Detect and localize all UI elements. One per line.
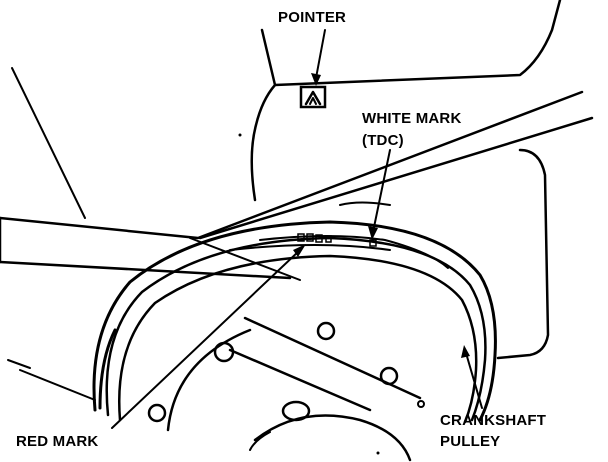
pulley-label: PULLEY [440, 433, 500, 450]
crankshaft-pulley [92, 220, 497, 462]
leader-arrows [111, 29, 483, 429]
labels: POINTER WHITE MARK (TDC) RED MARK CRANKS… [16, 9, 546, 450]
crankshaft-label: CRANKSHAFT [440, 412, 546, 429]
pointer-bracket [299, 85, 327, 109]
timing-marks [297, 233, 377, 247]
tdc-label: (TDC) [362, 132, 404, 149]
engine-cover [238, 0, 562, 360]
white-mark-label: WHITE MARK [362, 110, 462, 127]
belt-cover-edge [7, 67, 96, 401]
red-mark-label: RED MARK [16, 433, 98, 450]
pointer-label: POINTER [278, 9, 346, 26]
